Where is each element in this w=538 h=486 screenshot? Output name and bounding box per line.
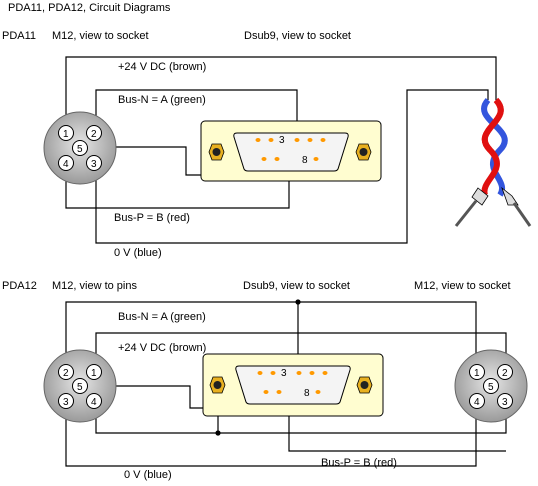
m12-pin [58, 393, 74, 409]
dsub-pin [307, 138, 313, 142]
dsub-pin [315, 390, 321, 394]
pda12-m12-left-connector: 2 1 5 3 4 [43, 349, 117, 423]
m12-pin [72, 378, 88, 394]
dsub-pin [255, 138, 261, 142]
m12-pin [469, 364, 485, 380]
dsub-pin-label: 8 [302, 155, 308, 166]
m12-pin [86, 125, 102, 141]
pda11-wires [65, 56, 497, 244]
m12-pin [72, 140, 88, 156]
dsub-pin [322, 371, 328, 375]
dsub-pin [309, 371, 315, 375]
m12-pin [58, 364, 74, 380]
dsub-pin [263, 390, 269, 394]
dsub-pin [313, 157, 319, 161]
dsub-pin-label: 3 [281, 368, 287, 379]
pda11-wire-0v-label: 0 V (blue) [114, 247, 162, 259]
dsub-pin [257, 371, 263, 375]
screw-icon [208, 143, 225, 161]
m12-pin-label: 1 [91, 368, 97, 379]
dsub-pin [296, 371, 302, 375]
m12-pin [58, 125, 74, 141]
m12-pin [86, 155, 102, 171]
pda11-m12-label: M12, view to socket [52, 30, 149, 42]
pda12-section: PDA12 M12, view to pins Dsub9, view to s… [2, 280, 528, 481]
pda12-junction [295, 299, 301, 305]
m12-pin-label: 3 [502, 397, 508, 408]
m12-pin [483, 378, 499, 394]
m12-pin-label: 5 [77, 382, 83, 393]
m12-pin-label: 2 [63, 368, 69, 379]
pda12-label: PDA12 [2, 280, 37, 292]
pda11-label: PDA11 [2, 30, 36, 42]
pda12-m12-left-label: M12, view to pins [52, 280, 137, 292]
dsub-pin [274, 157, 280, 161]
m12-pin-label: 4 [91, 397, 97, 408]
m12-pin-label: 2 [91, 129, 97, 140]
pda11-wire-busn-label: Bus-N = A (green) [118, 94, 206, 106]
m12-pin [497, 393, 513, 409]
pda11-dsub-label: Dsub9, view to socket [244, 30, 351, 42]
dsub-pin [268, 138, 274, 142]
pda11-m12-connector: 1 2 5 4 3 [43, 111, 117, 185]
pda11-wire-24v-label: +24 V DC (brown) [118, 61, 206, 73]
pda12-m12-right-connector: 1 2 5 4 3 [454, 349, 528, 423]
pda12-dsub-label: Dsub9, view to socket [243, 280, 350, 292]
screw-icon [356, 376, 373, 394]
twisted-pair-cable [454, 97, 532, 227]
m12-pin [86, 393, 102, 409]
m12-pin-label: 5 [488, 382, 494, 393]
dsub-pin-label: 3 [279, 135, 285, 146]
diagram-title: PDA11, PDA12, Circuit Diagrams [8, 2, 171, 14]
pda12-junction [215, 430, 221, 436]
m12-pin-label: 2 [502, 368, 508, 379]
m12-pin-label: 4 [63, 159, 69, 170]
m12-pin-label: 4 [474, 397, 480, 408]
pda12-wire-24v-label: +24 V DC (brown) [118, 342, 206, 354]
dsub-pin [261, 157, 267, 161]
pda12-wire-0v-label: 0 V (blue) [124, 469, 172, 481]
dsub-pin [294, 138, 300, 142]
m12-pin [86, 364, 102, 380]
m12-pin [497, 364, 513, 380]
pda11-section: PDA11 M12, view to socket Dsub9, view to… [2, 30, 532, 259]
m12-pin-label: 1 [63, 129, 69, 140]
dsub-pin-label: 8 [304, 388, 310, 399]
m12-pin-label: 1 [474, 368, 480, 379]
dsub-pin [276, 390, 282, 394]
pda11-dsub9-connector: 3 8 [200, 120, 382, 182]
m12-pin-label: 3 [63, 397, 69, 408]
pda12-m12-right-label: M12, view to socket [414, 280, 511, 292]
m12-pin [469, 393, 485, 409]
dsub-pin [320, 138, 326, 142]
screw-icon [355, 143, 372, 161]
m12-pin [58, 155, 74, 171]
m12-pin-label: 5 [77, 144, 83, 155]
pda12-wire-busp-label: Bus-P = B (red) [321, 457, 397, 469]
pda12-wire-busn-label: Bus-N = A (green) [118, 311, 206, 323]
pda12-dsub9-connector: 3 8 [202, 353, 384, 417]
dsub-pin [270, 371, 276, 375]
pda11-wire-busp-label: Bus-P = B (red) [114, 212, 190, 224]
m12-pin-label: 3 [91, 159, 97, 170]
screw-icon [209, 376, 226, 394]
